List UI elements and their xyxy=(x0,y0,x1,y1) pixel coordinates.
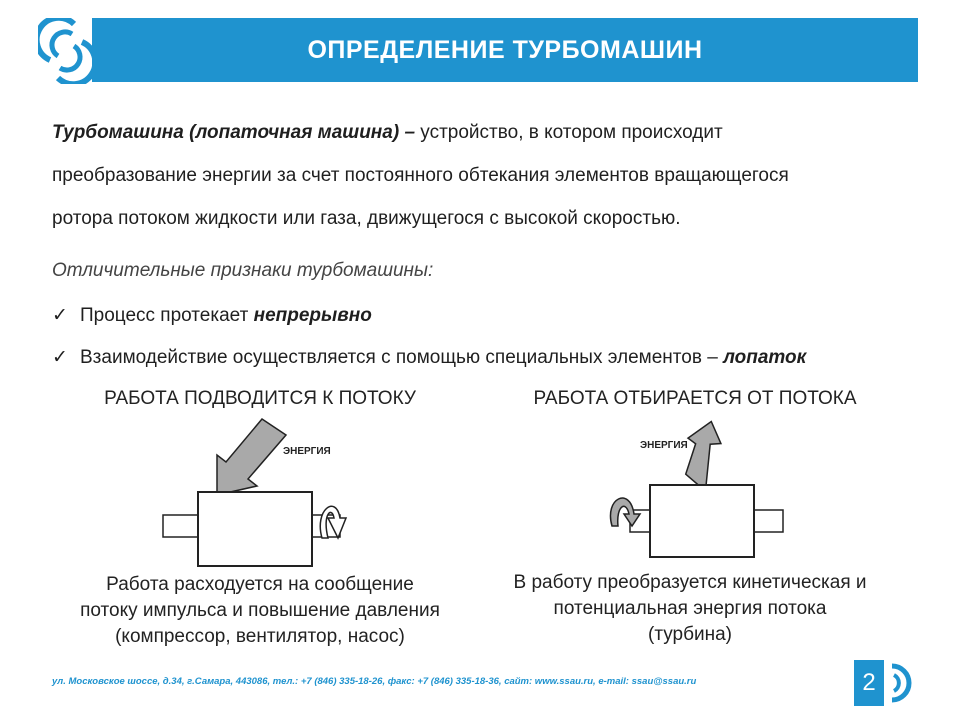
page-title: ОПРЕДЕЛЕНИЕ ТУРБОМАШИН xyxy=(92,18,918,82)
energy-out-arrow-icon xyxy=(684,420,723,493)
feature-item: ✓ Процесс протекает непрерывно xyxy=(52,304,372,327)
turbine-diagram xyxy=(609,420,784,558)
feature-text: Процесс протекает xyxy=(80,305,254,326)
right-caption: РАБОТА ОТБИРАЕТСЯ ОТ ПОТОКА xyxy=(533,388,857,409)
desc-line: потенциальная энергия потока xyxy=(553,598,827,619)
check-icon: ✓ xyxy=(52,347,68,368)
desc-line: В работу преобразуется кинетическая и xyxy=(513,572,867,593)
energy-label-right: ЭНЕРГИЯ xyxy=(640,440,688,451)
rotation-arrow-icon xyxy=(609,497,642,528)
definition-line-3: ротора потоком жидкости или газа, движущ… xyxy=(52,208,681,229)
desc-line: потоку импульса и повышение давления xyxy=(80,600,440,621)
compressor-diagram xyxy=(162,418,348,567)
left-description: Работа расходуется на сообщение потоку и… xyxy=(40,572,480,650)
feature-item: ✓ Взаимодействие осуществляется с помощью… xyxy=(52,346,806,369)
desc-line: Работа расходуется на сообщение xyxy=(106,574,414,595)
right-description: В работу преобразуется кинетическая и по… xyxy=(470,570,910,648)
rotation-arrow-icon xyxy=(319,505,348,540)
feature-emphasis: непрерывно xyxy=(253,305,372,326)
left-caption: РАБОТА ПОДВОДИТСЯ К ПОТОКУ xyxy=(104,388,416,409)
definition-line-2: преобразование энергии за счет постоянно… xyxy=(52,165,789,186)
definition-line-1-text: устройство, в котором происходит xyxy=(415,122,723,143)
desc-line: (компрессор, вентилятор, насос) xyxy=(115,626,405,647)
check-icon: ✓ xyxy=(52,305,68,326)
shaft-left xyxy=(162,514,202,538)
feature-text: Взаимодействие осуществляется с помощью … xyxy=(80,347,724,368)
shaft-right xyxy=(752,509,784,533)
footer-address: ул. Московское шоссе, д.34, г.Самара, 44… xyxy=(52,676,697,687)
footer-logo-icon xyxy=(891,663,912,703)
ssau-logo-icon xyxy=(38,18,94,84)
machine-body xyxy=(649,484,755,558)
energy-label-left: ЭНЕРГИЯ xyxy=(283,446,331,457)
feature-emphasis: лопаток xyxy=(723,347,807,368)
features-heading: Отличительные признаки турбомашины: xyxy=(52,260,434,281)
desc-line: (турбина) xyxy=(648,624,732,645)
energy-in-arrow-icon xyxy=(216,418,288,496)
page-number: 2 xyxy=(854,660,884,706)
definition-term: Турбомашина (лопаточная машина) – xyxy=(52,122,416,143)
definition-line-1: Турбомашина (лопаточная машина) – устрой… xyxy=(52,122,723,144)
machine-body xyxy=(197,491,313,567)
